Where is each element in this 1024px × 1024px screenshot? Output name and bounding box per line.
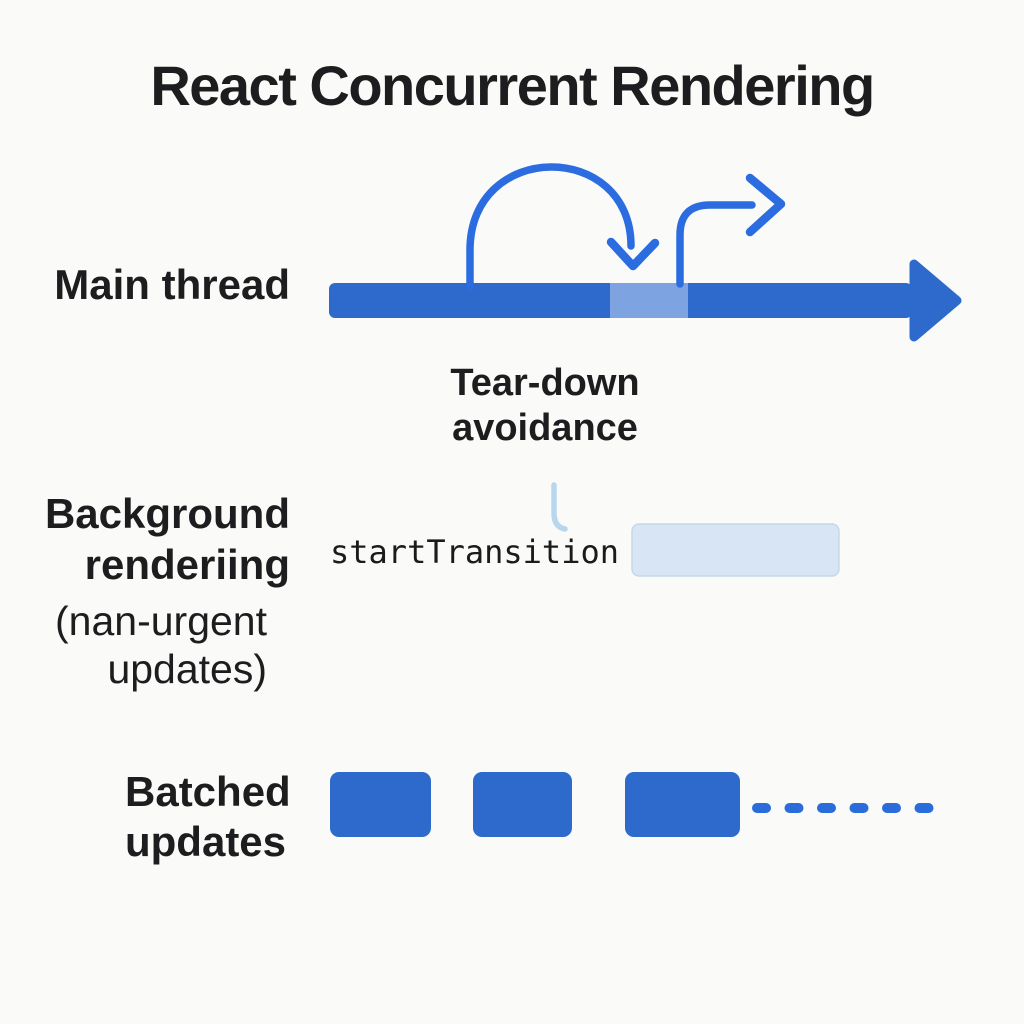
start-transition-code-label: startTransition [330,533,619,571]
main-thread-label: Main thread [54,261,290,308]
main-thread-timeline-bar [329,259,962,342]
non-urgent-updates-label: (nan-urgent updates) [0,597,267,693]
background-rendering-line1: Background [44,490,290,537]
dashed-continuation-line [752,803,934,813]
timeline-arrowhead-icon [909,259,962,342]
timeline-bar-light-segment [610,283,688,318]
batched-line2: updates [125,818,287,865]
teardown-line1: Tear-down [450,362,640,404]
teardown-avoidance-label: Tear-down avoidance [395,361,695,451]
non-urgent-line1: (nan-urgent [55,598,267,644]
background-render-bar [631,523,840,577]
loop-arrow-icon [466,163,660,290]
teardown-line2: avoidance [452,407,638,449]
batched-block-1 [330,772,431,837]
batched-block-3 [625,772,740,837]
branch-arrow-icon [676,173,786,288]
non-urgent-line2: updates) [107,646,267,692]
batched-updates-label: Batched updates [125,767,325,867]
batched-block-2 [473,772,572,837]
connector-curve-icon [551,482,568,532]
page-title: React Concurrent Rendering [150,54,875,117]
background-rendering-label: Background renderiing [0,488,290,590]
background-rendering-line2: renderiing [84,541,290,588]
batched-line1: Batched [125,768,291,815]
batched-update-blocks [330,772,740,837]
